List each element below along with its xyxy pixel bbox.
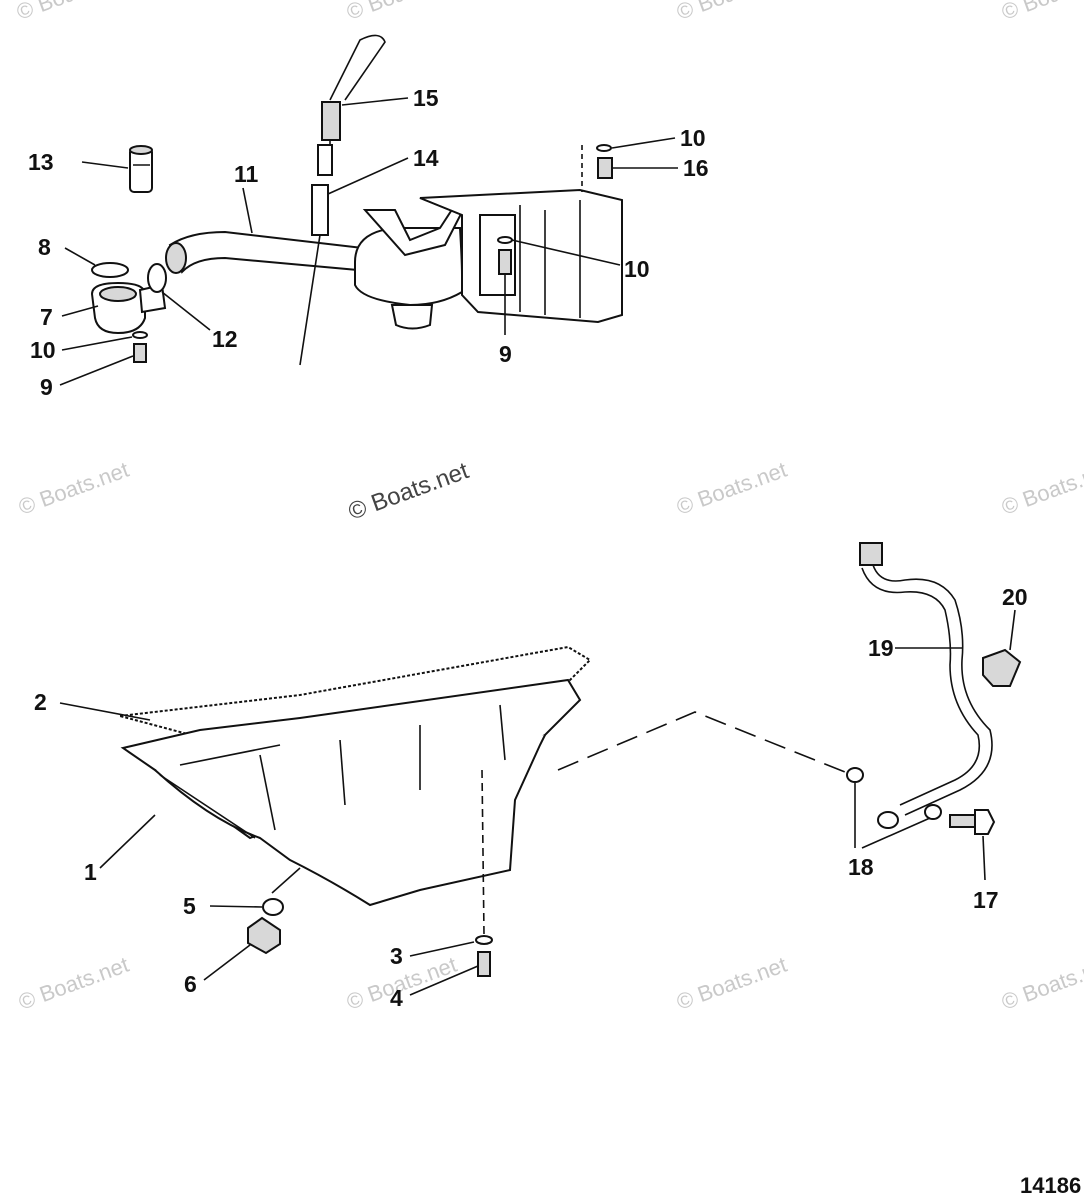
callout-1: 1 bbox=[84, 859, 97, 885]
part-12-gasket bbox=[147, 263, 167, 293]
part-10-washer bbox=[132, 331, 148, 339]
callout-7: 7 bbox=[40, 304, 53, 330]
callout-11: 11 bbox=[234, 161, 259, 187]
engine-block-section bbox=[419, 145, 623, 324]
watermark: © Boats.net bbox=[673, 457, 790, 520]
callout-10: 10 bbox=[30, 337, 56, 363]
part-19-oil-line bbox=[859, 542, 993, 816]
callout-3: 3 bbox=[390, 943, 403, 969]
callout-9: 9 bbox=[40, 374, 53, 400]
part-14-dipstick-tube bbox=[299, 184, 329, 366]
callout-15: 15 bbox=[413, 85, 439, 111]
oil-pump-pickup-assembly bbox=[90, 34, 623, 366]
callout-14: 14 bbox=[413, 145, 439, 171]
callout-16: 16 bbox=[683, 155, 709, 181]
callout-19: 19 bbox=[868, 635, 894, 661]
watermark: © Boats.net bbox=[673, 0, 790, 25]
part-15-dipstick bbox=[317, 34, 386, 176]
callout-4: 4 bbox=[390, 985, 403, 1011]
callout-13: 13 bbox=[28, 149, 54, 175]
part-9-bolt bbox=[133, 343, 147, 363]
watermark: © Boats.net bbox=[998, 952, 1084, 1015]
part-18-washer bbox=[877, 811, 899, 829]
part-6-drain-plug bbox=[247, 916, 281, 955]
part-10-washer bbox=[596, 144, 612, 152]
watermark: © Boats.net bbox=[673, 952, 790, 1015]
figure-number: 14186 bbox=[1020, 1173, 1081, 1198]
oil-pan-assembly bbox=[119, 645, 592, 977]
callout-20: 20 bbox=[1002, 584, 1028, 610]
oil-pump-body bbox=[354, 203, 464, 330]
callout-2: 2 bbox=[34, 689, 47, 715]
oil-line-assembly bbox=[557, 542, 1022, 835]
callout-18: 18 bbox=[848, 854, 874, 880]
callout-10: 10 bbox=[680, 125, 706, 151]
callout-6: 6 bbox=[184, 971, 197, 997]
watermark: © Boats.net bbox=[998, 0, 1084, 25]
watermark: © Boats.net bbox=[998, 457, 1084, 520]
watermarks: © Boats.net © Boats.net © Boats.net © Bo… bbox=[13, 0, 1084, 1015]
part-11-pickup-tube bbox=[165, 230, 381, 274]
callout-10: 10 bbox=[624, 256, 650, 282]
part-9-bolt bbox=[498, 249, 512, 275]
part-5-washer bbox=[262, 898, 284, 916]
part-3-washer bbox=[475, 935, 493, 945]
part-18-washer bbox=[924, 804, 942, 820]
watermark-main: © Boats.net bbox=[345, 457, 473, 525]
part-1-oil-pan bbox=[120, 678, 582, 907]
part-8-o-ring bbox=[91, 262, 129, 278]
watermark: © Boats.net bbox=[15, 457, 132, 520]
watermark: © Boats.net bbox=[15, 952, 132, 1015]
callout-5: 5 bbox=[183, 893, 196, 919]
part-18-washer bbox=[846, 767, 864, 783]
leader-lines bbox=[59, 97, 1016, 996]
part-20-clamp bbox=[982, 648, 1022, 687]
part-10-washer bbox=[497, 236, 513, 244]
watermark: © Boats.net bbox=[343, 0, 460, 25]
part-13-sleeve bbox=[129, 145, 153, 193]
part-17-banjo-bolt bbox=[949, 809, 996, 835]
callout-12: 12 bbox=[212, 326, 238, 352]
callout-17: 17 bbox=[973, 887, 999, 913]
callout-labels: 13 8 7 10 9 11 12 14 15 10 16 10 9 2 1 5… bbox=[28, 85, 1028, 1011]
part-16-bolt bbox=[597, 157, 613, 179]
callout-8: 8 bbox=[38, 234, 51, 260]
part-4-bolt bbox=[477, 951, 491, 977]
callout-9: 9 bbox=[499, 341, 512, 367]
watermark: © Boats.net bbox=[13, 0, 130, 25]
